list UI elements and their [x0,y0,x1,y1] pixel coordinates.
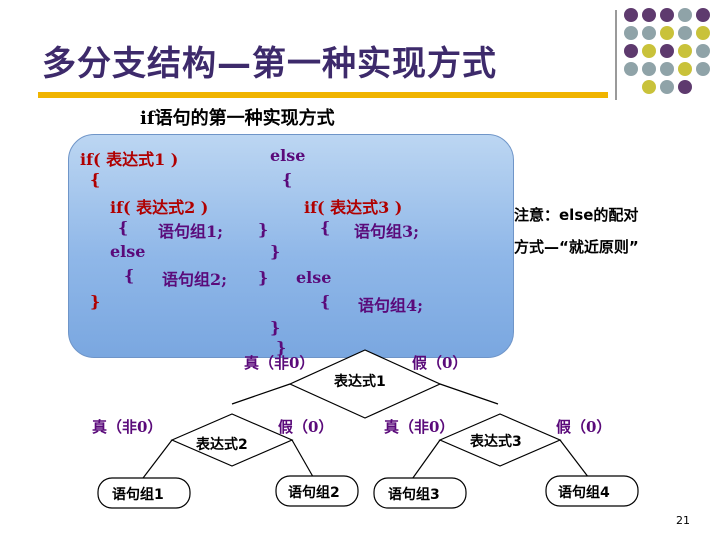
code-if1: if( 表达式1 ) [80,150,179,169]
code-brace: { [320,218,331,237]
decor-dot [678,80,692,94]
expr2-label: 表达式2 [195,436,248,453]
stmt4-box-label: 语句组4 [558,484,610,501]
edge-expr2-false [291,439,317,483]
label-top-true: 真（非0） [244,354,315,372]
code-brace: } [258,220,269,239]
slide-title: 多分支结构—第一种实现方式 [42,44,497,84]
box-stmt1 [97,477,191,509]
label-left-true: 真（非0） [92,418,163,436]
decor-dot [660,44,674,58]
code-brace: } [276,338,287,357]
decor-dot [660,26,674,40]
decor-dot [660,62,674,76]
code-if2: if( 表达式2 ) [110,198,209,217]
code-stmt1: 语句组1; [158,222,224,241]
code-brace: { [320,292,331,311]
code-stmt2: 语句组2; [162,270,228,289]
edge-expr3-true [409,439,441,483]
decor-dot [642,8,656,22]
note-line-2: 方式—“就近原则” [514,238,639,256]
decor-dot [624,62,638,76]
decor-dot [642,26,656,40]
code-else-inner: else [110,242,146,261]
code-else-inner2: else [296,268,332,287]
box-stmt4 [545,475,639,507]
decor-dot [642,44,656,58]
stmt2-box-label: 语句组2 [288,484,340,501]
edge-expr1-false [439,383,499,405]
code-panel [68,134,514,358]
label-top-false: 假（0） [412,354,468,372]
decor-dot [624,8,638,22]
page-number: 21 [676,514,690,527]
code-brace: { [282,170,293,189]
decor-dot [678,8,692,22]
decor-divider [615,10,617,100]
label-right-true: 真（非0） [384,418,455,436]
decor-dot [678,62,692,76]
decor-dot [696,62,710,76]
code-brace: { [124,266,135,285]
slide-subtitle: if语句的第一种实现方式 [140,108,335,129]
stmt1-box-label: 语句组1 [112,486,164,503]
note-line-1: 注意：else的配对 [514,206,639,224]
expr3-label: 表达式3 [469,433,522,450]
decor-dot [624,26,638,40]
code-stmt3: 语句组3; [354,222,420,241]
code-brace: { [90,170,101,189]
decor-dot [660,8,674,22]
stmt3-box-label: 语句组3 [388,486,440,503]
box-stmt3 [373,477,467,509]
decor-dot [678,44,692,58]
code-else-outer: else [270,146,306,165]
decor-dot [696,44,710,58]
expr1-label: 表达式1 [333,373,386,390]
decor-dot [696,8,710,22]
edge-expr3-false [559,439,593,483]
code-stmt4: 语句组4; [358,296,424,315]
label-left-false: 假（0） [278,418,334,436]
label-right-false: 假（0） [556,418,612,436]
decor-dot [624,44,638,58]
code-brace: } [258,268,269,287]
title-underline [38,92,608,98]
code-brace: } [270,242,281,261]
decor-dot [696,26,710,40]
box-stmt2 [275,475,359,507]
code-brace: } [90,292,101,311]
code-brace: } [270,318,281,337]
decor-dot [642,80,656,94]
edge-expr2-true [139,439,173,483]
decor-dot [678,26,692,40]
code-brace: { [118,218,129,237]
code-if3: if( 表达式3 ) [304,198,403,217]
edge-expr1-true [231,383,291,405]
decor-dot-grid [624,8,714,98]
decor-dot [660,80,674,94]
decor-dot [642,62,656,76]
